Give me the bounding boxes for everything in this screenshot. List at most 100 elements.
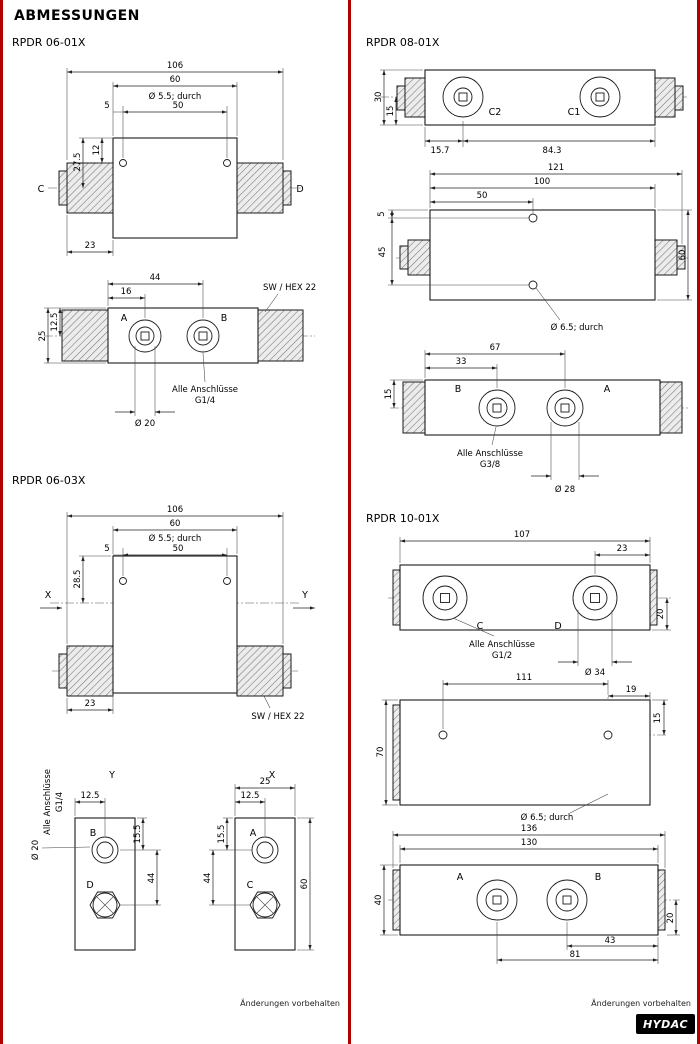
port-label-c: C bbox=[38, 184, 45, 195]
port-a bbox=[128, 319, 162, 353]
hole-note: Ø 6.5; durch bbox=[521, 812, 574, 823]
hex-note: SW / HEX 22 bbox=[263, 283, 316, 293]
dim-12-5-x: 12.5 bbox=[241, 791, 260, 801]
connection-note: Alle Anschlüsse bbox=[457, 449, 523, 459]
dim-15-7: 15.7 bbox=[431, 146, 450, 156]
rule-right bbox=[697, 0, 700, 1044]
drawing-rpdr06-03x-top-view: 106 60 Ø 5.5; durch 5 50 28.5 X Y 23 SW … bbox=[40, 505, 315, 722]
dim-70: 70 bbox=[376, 747, 386, 758]
drawing-rpdr06-01x-front-view: 44 16 SW / HEX 22 A B 25 12.5 Alle Ansch… bbox=[38, 273, 316, 429]
dim-23: 23 bbox=[85, 241, 96, 251]
dim-81: 81 bbox=[570, 950, 581, 960]
port-d bbox=[572, 575, 618, 621]
rule-center bbox=[348, 0, 351, 1044]
port-b bbox=[546, 879, 588, 921]
dim-19: 19 bbox=[626, 685, 637, 695]
section-label-rpdr10-01x: RPDR 10-01X bbox=[366, 512, 440, 525]
dim-dia-34: Ø 34 bbox=[585, 667, 605, 678]
dimension-lines bbox=[66, 68, 284, 256]
port-c1 bbox=[579, 76, 621, 118]
port-a bbox=[476, 879, 518, 921]
connection-thread: G1/2 bbox=[492, 651, 512, 661]
dim-106: 106 bbox=[167, 61, 183, 71]
port-label-c1: C1 bbox=[568, 107, 581, 118]
drawing-rpdr08-01x-plan-view: 121 100 50 5 45 60 Ø 6.5; durch bbox=[377, 163, 692, 333]
port-label-d: D bbox=[86, 880, 93, 891]
port-b bbox=[186, 319, 220, 353]
connection-thread: G1/4 bbox=[195, 396, 215, 406]
port-a bbox=[546, 389, 584, 427]
dimension-lines bbox=[390, 350, 599, 480]
dim-dia-20: Ø 20 bbox=[135, 418, 155, 429]
dimension-lines bbox=[382, 680, 668, 814]
connection-note: Alle Anschlüsse bbox=[172, 385, 238, 395]
valve-body-outline bbox=[58, 137, 292, 239]
port-c2 bbox=[442, 76, 484, 118]
drawing-rpdr10-01x-front-view: 107 23 20 C D Alle Anschlüsse G1/2 Ø 34 bbox=[388, 530, 671, 678]
port-label-b: B bbox=[90, 828, 97, 839]
section-label-rpdr06-03x: RPDR 06-03X bbox=[12, 474, 86, 487]
port-c bbox=[422, 575, 468, 621]
valve-body-outline bbox=[392, 864, 666, 936]
dim-121: 121 bbox=[548, 163, 564, 173]
dimension-lines bbox=[41, 784, 314, 951]
dim-60: 60 bbox=[678, 250, 688, 261]
dim-50: 50 bbox=[477, 191, 488, 201]
dim-20: 20 bbox=[656, 609, 666, 620]
footer-note-right: Änderungen vorbehalten bbox=[591, 999, 691, 1008]
section-label-rpdr06-01x: RPDR 06-01X bbox=[12, 36, 86, 49]
connection-thread: G3/8 bbox=[480, 460, 500, 470]
port-label-a: A bbox=[121, 313, 128, 324]
port-label-d: D bbox=[296, 184, 303, 195]
drawing-rpdr08-01x-front-view: 67 33 B A 15 Alle Anschlüsse G3/8 Ø 28 bbox=[384, 343, 688, 495]
rule-left bbox=[0, 0, 3, 1044]
dim-60: 60 bbox=[300, 879, 310, 890]
dimension-lines bbox=[44, 280, 279, 416]
dim-60: 60 bbox=[170, 75, 181, 85]
port-label-d: D bbox=[554, 621, 561, 632]
dim-12-5: 12.5 bbox=[50, 313, 60, 332]
port-label-a: A bbox=[250, 828, 257, 839]
dim-45: 45 bbox=[378, 247, 388, 258]
drawing-rpdr10-01x-bottom-view: 136 130 A B 40 20 43 81 bbox=[374, 824, 680, 964]
valve-body-outline bbox=[58, 555, 292, 697]
valve-body-outline bbox=[392, 699, 651, 806]
view-x-outline bbox=[234, 817, 296, 951]
connection-thread: G1/4 bbox=[55, 792, 65, 812]
valve-body-outline bbox=[396, 69, 684, 126]
dim-27-5: 27.5 bbox=[73, 153, 83, 172]
dim-111: 111 bbox=[516, 673, 532, 683]
dim-15: 15 bbox=[384, 389, 394, 400]
dim-16: 16 bbox=[121, 287, 132, 297]
dim-25: 25 bbox=[38, 331, 48, 342]
hole-note: Ø 5.5; durch bbox=[149, 91, 202, 102]
hole-note: Ø 5.5; durch bbox=[149, 533, 202, 544]
dim-20: 20 bbox=[666, 913, 676, 924]
dim-130: 130 bbox=[521, 838, 537, 848]
dimension-lines bbox=[66, 512, 284, 714]
view-label-y: Y bbox=[108, 770, 115, 781]
dim-25-x: 25 bbox=[260, 777, 271, 787]
dim-100: 100 bbox=[534, 177, 550, 187]
dim-5: 5 bbox=[104, 101, 109, 111]
dim-15: 15 bbox=[386, 106, 396, 117]
page-title: ABMESSUNGEN bbox=[14, 8, 140, 24]
dim-12: 12 bbox=[92, 145, 102, 156]
view-y-outline bbox=[74, 817, 136, 951]
port-b bbox=[478, 389, 516, 427]
hole-note: Ø 6.5; durch bbox=[551, 322, 604, 333]
drawing-rpdr10-01x-plan-view: 111 19 15 70 Ø 6.5; durch bbox=[376, 673, 668, 823]
dim-43: 43 bbox=[605, 936, 616, 946]
dim-12-5-y: 12.5 bbox=[81, 791, 100, 801]
dimension-lines bbox=[380, 831, 680, 964]
dim-50: 50 bbox=[173, 101, 184, 111]
port-label-a: A bbox=[457, 872, 464, 883]
valve-body-outline bbox=[402, 379, 683, 436]
connection-note: Alle Anschlüsse bbox=[43, 769, 53, 835]
dim-67: 67 bbox=[490, 343, 501, 353]
dim-28-5: 28.5 bbox=[73, 570, 83, 589]
port-label-c2: C2 bbox=[489, 107, 502, 118]
dim-106: 106 bbox=[167, 505, 183, 515]
dim-dia-20: Ø 20 bbox=[30, 840, 41, 860]
